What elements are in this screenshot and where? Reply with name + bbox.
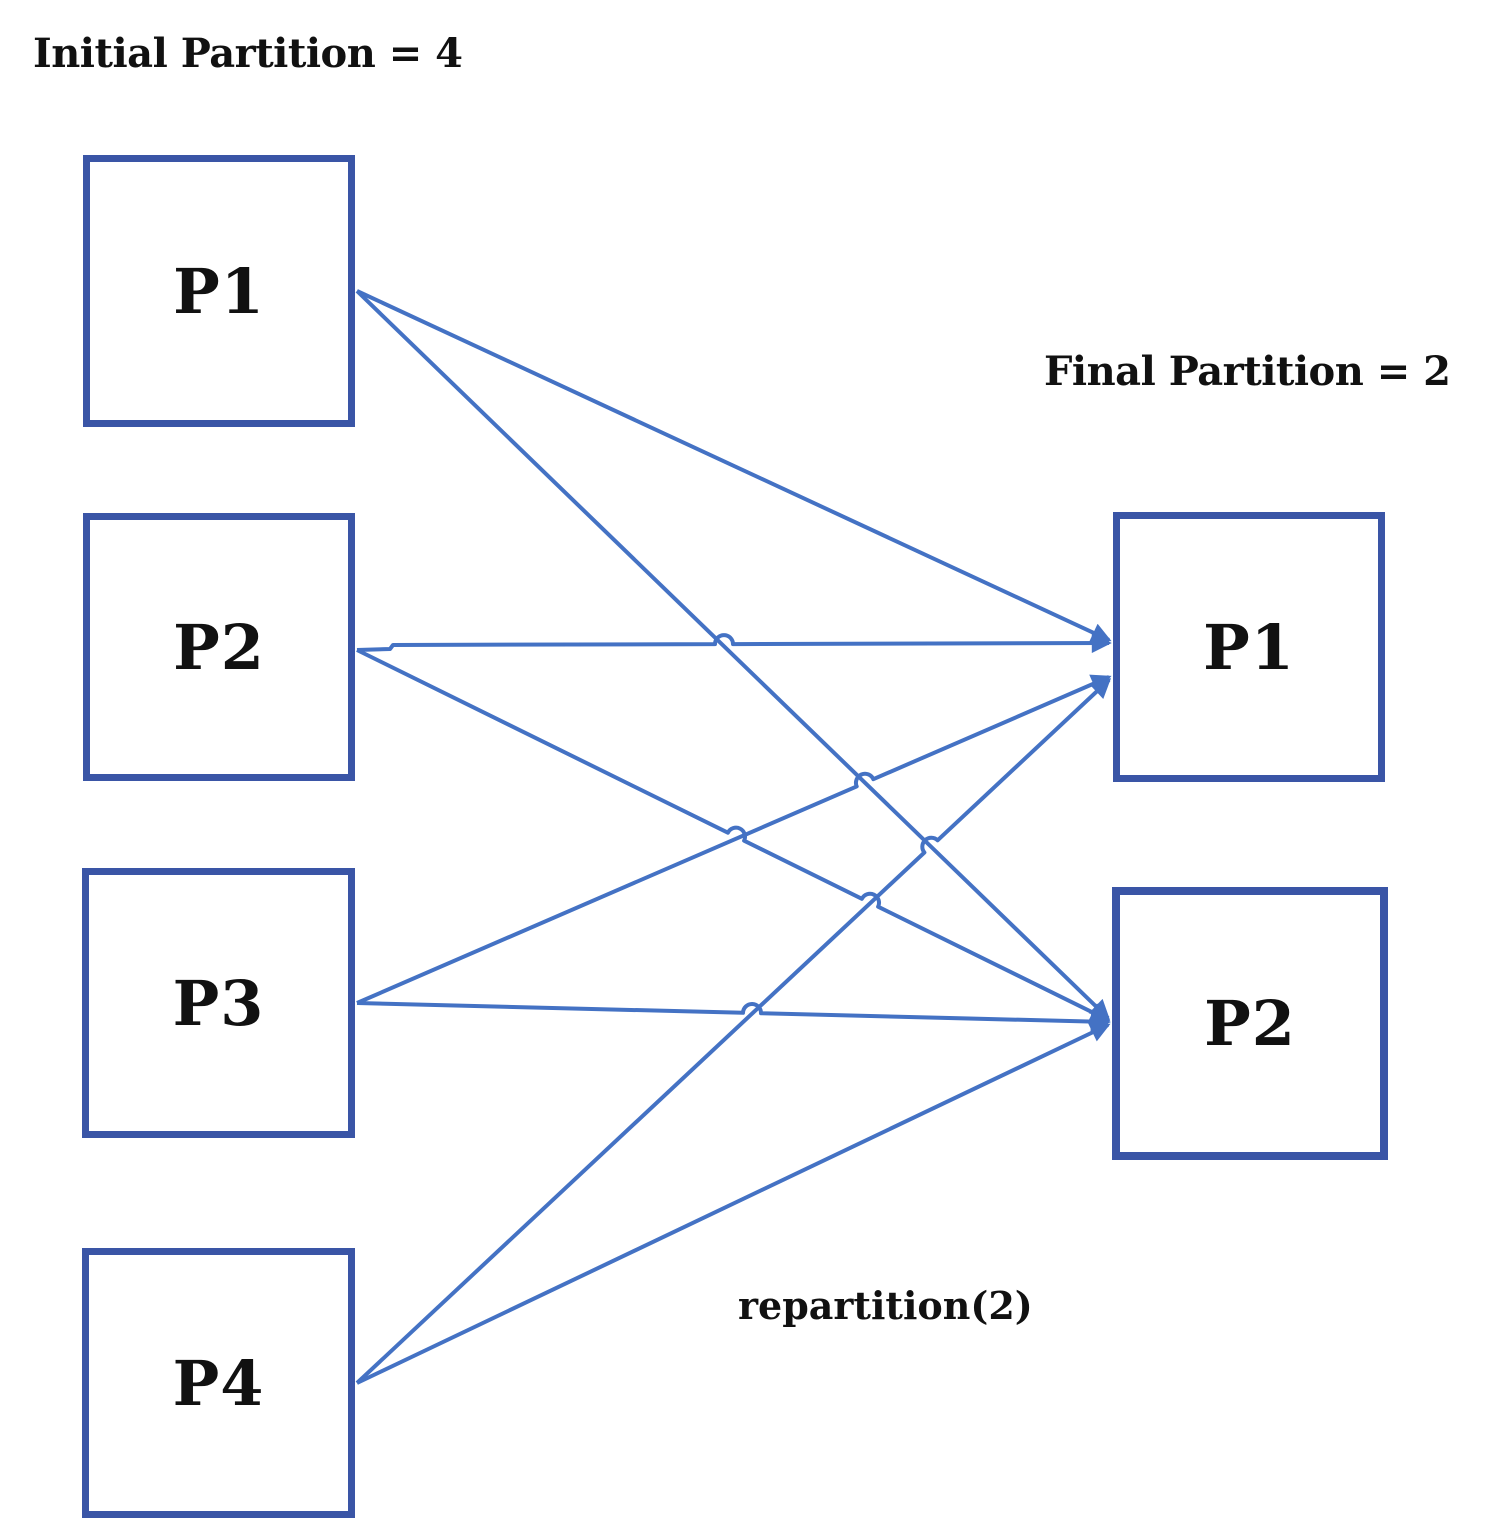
repartition-operation-label: repartition(2) — [738, 1283, 1033, 1328]
final-partition-title: Final Partition = 2 — [1044, 348, 1451, 395]
edge-left-p4-to-right-p1 — [355, 678, 1112, 1385]
right-partition-label-p1: P1 — [1203, 610, 1295, 684]
left-partition-box-p4: P4 — [82, 1248, 355, 1518]
edge-left-p3-to-right-p2 — [356, 1001, 1111, 1032]
left-partition-label-p2: P2 — [173, 610, 265, 684]
edge-left-p1-to-right-p1 — [356, 289, 1112, 642]
left-partition-box-p3: P3 — [82, 868, 355, 1138]
edge-left-p2-to-right-p2 — [356, 648, 1111, 1022]
left-partition-label-p4: P4 — [172, 1346, 265, 1420]
initial-partition-title: Initial Partition = 4 — [33, 30, 463, 77]
left-partition-label-p1: P1 — [173, 254, 265, 328]
left-partition-label-p3: P3 — [172, 966, 265, 1040]
right-partition-box-p2: P2 — [1112, 887, 1388, 1160]
edge-left-p2-to-right-p1 — [356, 633, 1112, 654]
right-partition-box-p1: P1 — [1113, 512, 1385, 782]
edge-left-p4-to-right-p2 — [356, 1023, 1111, 1385]
left-partition-box-p2: P2 — [83, 513, 355, 781]
edge-left-p3-to-right-p1 — [356, 674, 1112, 1005]
left-partition-box-p1: P1 — [83, 155, 355, 427]
right-partition-label-p2: P2 — [1204, 987, 1296, 1060]
edge-left-p1-to-right-p2 — [355, 289, 1111, 1020]
